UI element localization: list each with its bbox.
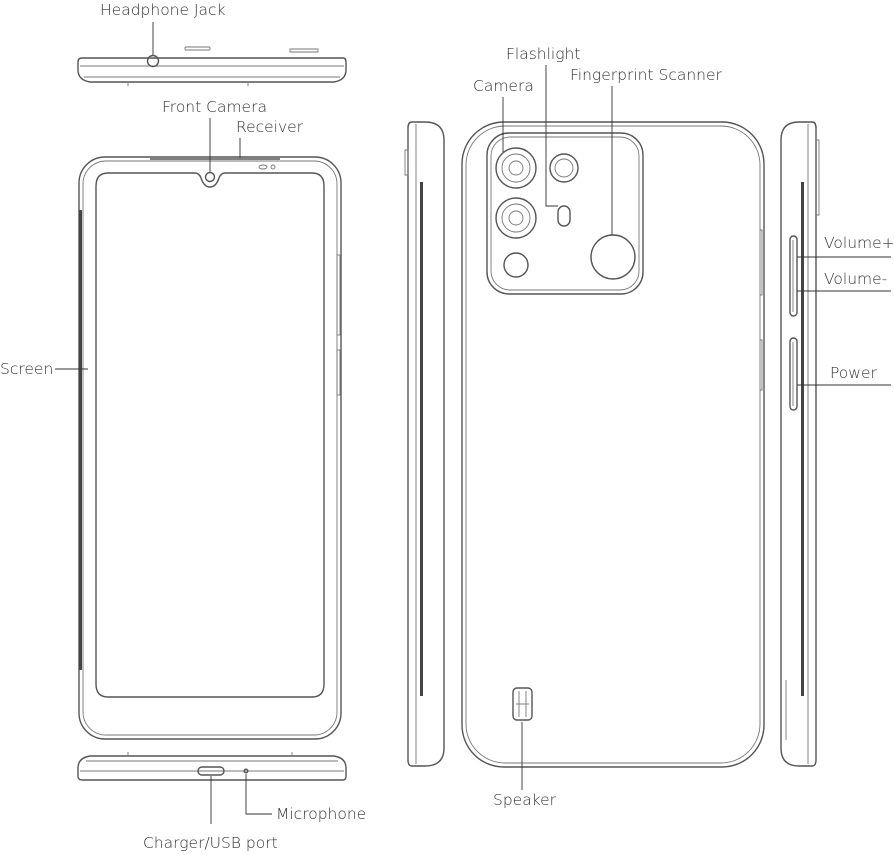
power-button: [789, 337, 798, 411]
secondary-camera-lens: [495, 197, 537, 239]
front-body: [78, 156, 342, 740]
screen-area: [95, 172, 325, 698]
camera-module: [486, 132, 644, 295]
label-front-camera: Front Camera: [162, 98, 267, 116]
secondary-lens-top: [549, 153, 579, 183]
back-view: [461, 121, 765, 768]
headphone-jack-hole: [146, 54, 160, 68]
volume-rocker: [789, 235, 798, 317]
label-microphone: Microphone: [276, 805, 366, 823]
label-screen: Screen: [0, 360, 53, 378]
label-volume-down: Volume-: [824, 270, 887, 288]
front-left-band: [79, 210, 82, 670]
label-speaker: Speaker: [493, 791, 557, 809]
label-volume-up: Volume+: [824, 234, 894, 252]
fingerprint-sensor: [590, 234, 636, 280]
flashlight-lens: [557, 205, 571, 227]
right-side-view: [780, 121, 820, 767]
top-edge-view: [77, 46, 347, 86]
speaker-grille: [512, 687, 533, 721]
label-receiver: Receiver: [236, 118, 304, 136]
usb-port: [197, 766, 225, 776]
tertiary-lens: [503, 252, 529, 278]
back-body: [461, 121, 765, 768]
label-power: Power: [830, 364, 877, 382]
label-fingerprint: Fingerprint Scanner: [570, 66, 723, 84]
front-view: [78, 156, 342, 740]
label-charger-usb: Charger/USB port: [143, 834, 278, 852]
label-camera: Camera: [473, 77, 534, 95]
front-camera-lens: [204, 171, 216, 183]
label-flashlight: Flashlight: [506, 45, 580, 63]
leader-lines: [55, 22, 891, 824]
bottom-edge-view: [77, 752, 347, 781]
main-camera-lens: [495, 147, 537, 189]
label-headphone-jack: Headphone Jack: [100, 1, 226, 19]
left-side-view: [404, 121, 445, 767]
microphone-hole: [243, 768, 249, 774]
